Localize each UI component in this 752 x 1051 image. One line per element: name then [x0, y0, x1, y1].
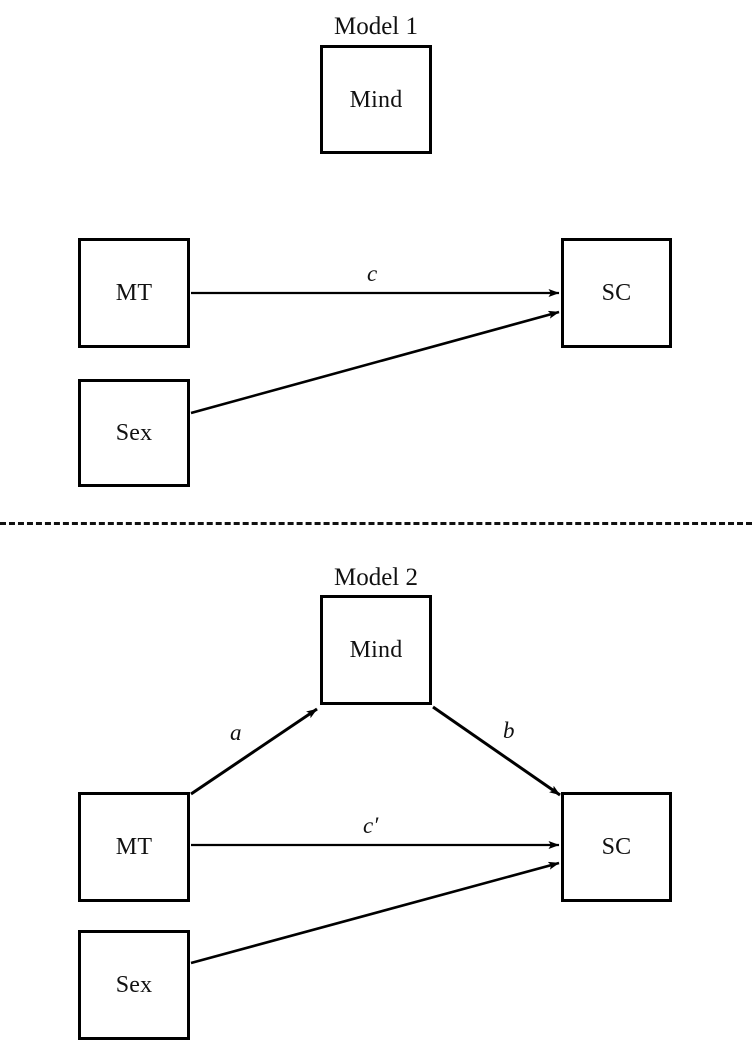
- node-sex-label: Sex: [115, 420, 153, 446]
- node-mt-label: MT: [115, 834, 153, 860]
- node-mt: MT: [78, 792, 190, 902]
- node-sex: Sex: [78, 379, 190, 487]
- path-label-c-prime: c′: [363, 813, 379, 838]
- model-2-panel: Model 2 Mind MT Sex SC: [0, 523, 752, 1051]
- node-mind: Mind: [320, 45, 432, 154]
- panel-divider: [0, 522, 752, 525]
- arrow-sex-to-sc: [190, 861, 560, 965]
- node-sc-label: SC: [601, 834, 632, 860]
- path-label-b: b: [503, 718, 515, 743]
- model-2-title: Model 2: [333, 564, 419, 591]
- node-mt: MT: [78, 238, 190, 348]
- arrow-sex-to-sc: [190, 310, 560, 415]
- node-sex-label: Sex: [115, 972, 153, 998]
- path-label-a: a: [230, 720, 242, 745]
- node-mt-label: MT: [115, 280, 153, 306]
- model-2-arrows: [190, 705, 561, 965]
- model-1-panel: Model 1 Mind MT Sex SC c: [0, 0, 752, 523]
- path-label-c: c: [367, 261, 378, 286]
- model-1-title: Model 1: [333, 13, 419, 40]
- node-mind-label: Mind: [349, 637, 403, 663]
- node-sc: SC: [561, 792, 672, 902]
- arrow-mt-to-mind: [190, 707, 318, 796]
- node-sc-label: SC: [601, 280, 632, 306]
- node-mind-label: Mind: [349, 86, 403, 113]
- node-sex: Sex: [78, 930, 190, 1040]
- node-mind: Mind: [320, 595, 432, 705]
- arrow-mind-to-sc: [432, 705, 561, 797]
- node-sc: SC: [561, 238, 672, 348]
- model-1-arrows: [190, 289, 560, 415]
